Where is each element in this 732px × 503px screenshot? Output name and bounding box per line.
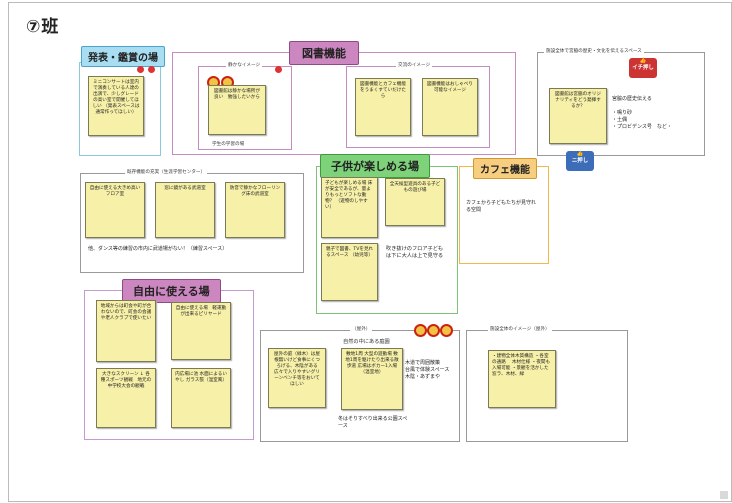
frame-corner — [720, 491, 728, 499]
sticky-note: 敷地1周 大型の遊動場 敷地1周を駆けたり出来る散歩道 広場はボカー1入場 （温… — [341, 348, 403, 410]
sticky-note: 窓に鏡がある武道室 — [155, 182, 215, 238]
vote-dot — [148, 66, 155, 73]
free-use-header: 自由に使える場 — [122, 279, 221, 303]
existing-caption: 他、ダンス等の練習の市内に武道場がない！（練習スペース） — [88, 246, 228, 252]
quiet-caption: 学生の学習の場 — [212, 142, 245, 147]
cafe-caption: カフェから子どもたちが見守れる空間 — [466, 200, 537, 213]
presentation-header: 発表・鑑賞の場 — [81, 46, 165, 67]
vote-ring — [414, 324, 427, 337]
exchange-label: 交流のイメージ — [396, 62, 433, 68]
sticky-note: 全天候型遊具のある子どもの遊び場 — [385, 178, 445, 226]
thumbs-up-badge-1: 👍イチ押し — [629, 58, 657, 78]
existing-label: 既存機能の充実（生涯学習センター） — [125, 169, 208, 175]
sticky-note: 図書館は静かな場所が良い 勉強したいから — [208, 85, 266, 135]
children-header: 子供が楽しめる場 — [320, 154, 430, 178]
sticky-note: 図書機能はおしゃべり可能なイメージ — [422, 78, 478, 136]
outdoor-caption: 冬はそりすべり出来る公園スペース — [338, 416, 408, 429]
sticky-note: ミニコンサートは室内で演奏している人達の出演で、少しグレードの高い室で開催してほ… — [88, 76, 144, 136]
sticky-note: 子どもが楽しめる場 床が安全であるが、量よりもっとソフトな動物？ （遊物のしやす… — [321, 177, 378, 238]
sticky-note: 大きなスクリーン ↓ 各種スポーツ観戦 地元の中学校大会の観戦 — [96, 368, 156, 428]
sticky-note: 防音で静かなフローリング床の武道室 — [225, 182, 285, 238]
sticky-note: 地域からは町会や町が合わないので、町会の会議や老人クラブで使いたい — [96, 300, 156, 362]
group-title: ⑦班 — [26, 17, 60, 37]
history-side-text: 宮脇の歴史伝える ・鳴り砂 ・土偶 ・プロビデンス号 など・ — [612, 96, 672, 130]
cafe-header: カフェ機能 — [473, 158, 537, 179]
sticky-note: 自由に使える場 軽運動が出来るピリヤード — [171, 302, 231, 360]
cafe-section — [459, 166, 549, 264]
sticky-note: 屋外の庭（緑木）は屋根無いけど食事にくつろげる、木陰がある広々で入りやすいグリー… — [268, 348, 326, 408]
outdoor-label: （屋外） — [350, 326, 373, 332]
library-header: 図書機能 — [289, 41, 359, 65]
sticky-note: 図書館は宮脇のオリジナリティをどう発揮するか？ — [549, 88, 607, 144]
vote-ring — [427, 324, 440, 337]
history-label: 施設全体で宮脇の歴史・文化を伝えるスペース — [544, 48, 644, 54]
quiet-label: 静かなイメージ — [226, 62, 263, 68]
outdoor-subtitle: 自然の中にある庭園 — [343, 339, 390, 345]
sticky-note: 内広場に池 水面によるいやし ガラス張（温室風） — [171, 368, 231, 428]
thumbs-up-badge-2: 👍ニ押し — [566, 151, 594, 171]
sticky-note: ・建物全体木質構造 ・各室の通路 木材仕様 ・夜間も入場可能 ・景観を活かした窓… — [488, 350, 556, 408]
sticky-note: 自由に使える大きめ高いフロア室 — [85, 182, 145, 238]
sticky-note: 図書機能とカフェ機能をうまくすていだけたら — [355, 78, 411, 136]
outdoor-side-text: 木道で周囲散策 台風で体験スペース 木陰・あずまや — [405, 360, 450, 380]
vote-ring — [440, 324, 453, 337]
thumb-icon: 👍 — [639, 58, 647, 64]
vote-dot — [137, 66, 144, 73]
sticky-note: 親子で図書、TVを見れるスペース （幼児等） — [321, 243, 378, 301]
vote-dot — [275, 66, 282, 73]
children-caption: 吹き抜けのフロア子どもは下に大人は上で見守る — [386, 246, 444, 259]
overall-label: 施設全体のイメージ（屋外） — [488, 326, 552, 332]
thumb-icon: 👍 — [576, 151, 584, 157]
